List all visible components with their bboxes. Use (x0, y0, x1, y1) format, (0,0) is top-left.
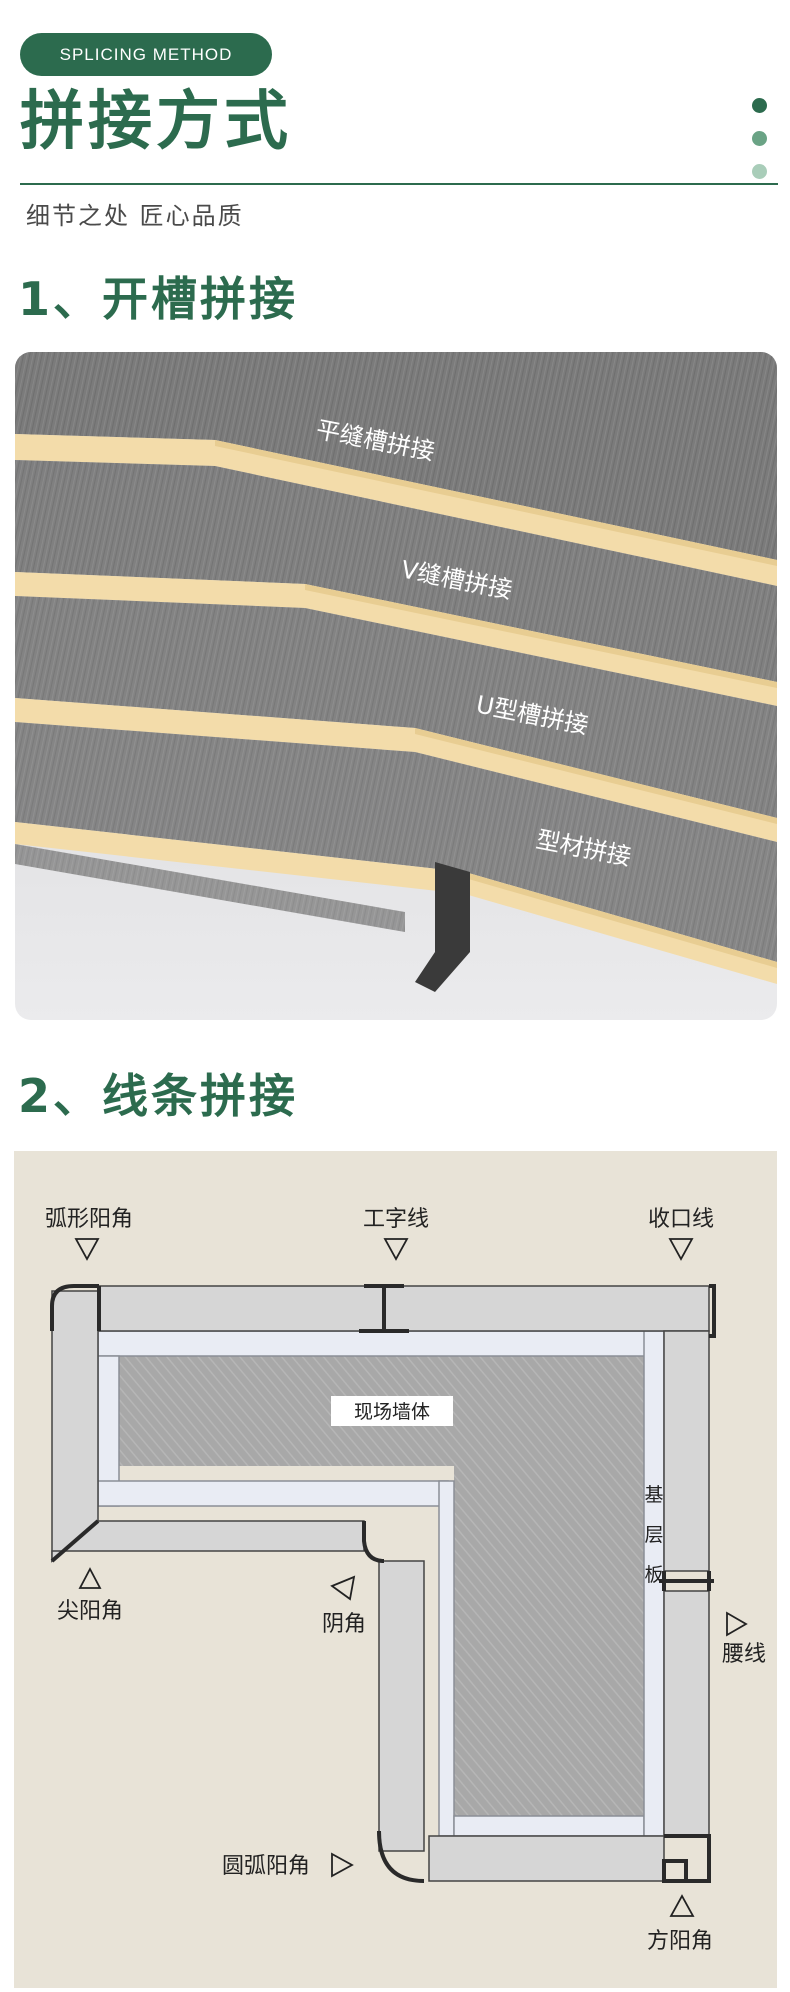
callout-round-outer: 圆弧阳角 (222, 1854, 310, 1879)
dot-1 (752, 98, 767, 113)
groove-splicing-photo: 平缝槽拼接 V缝槽拼接 U型槽拼接 型材拼接 (15, 352, 777, 1020)
page-subtitle: 细节之处 匠心品质 (26, 202, 244, 230)
panel-u-groove (15, 596, 777, 842)
section-tag: SPLICING METHOD (20, 33, 272, 76)
section2-heading: 2、线条拼接 (18, 1069, 299, 1123)
arc-outer-marker-icon (74, 1238, 100, 1261)
callout-waist-line: 腰线 (722, 1642, 766, 1667)
inner-marker-icon (330, 1575, 356, 1601)
dot-2 (752, 131, 767, 146)
closing-line-marker-icon (668, 1238, 694, 1261)
square-outer-marker-icon (669, 1894, 695, 1917)
page-title: 拼接方式 (20, 85, 292, 159)
round-outer-marker-icon (331, 1852, 354, 1878)
wall-panels (51, 1285, 710, 1882)
aluminum-profile (415, 862, 470, 992)
site-wall (119, 1356, 644, 1816)
line-splicing-diagram: 现场墙体 基 层 板 弧形阳角 工字线 收口线 尖阳角 阴角 腰线 圆弧阳角 方… (14, 1151, 777, 1988)
wall-label: 现场墙体 (354, 1401, 430, 1423)
callout-square-outer: 方阳角 (647, 1929, 713, 1954)
groove-splicing-illustration: 平缝槽拼接 V缝槽拼接 U型槽拼接 型材拼接 (15, 352, 777, 1020)
panel-v-groove (15, 460, 777, 706)
profile-lines (50, 1284, 716, 1883)
line-splicing-svg: 现场墙体 基 层 板 弧形阳角 工字线 收口线 尖阳角 阴角 腰线 圆弧阳角 方… (45, 1207, 766, 1954)
dot-3 (752, 164, 767, 179)
section1-heading: 1、开槽拼接 (18, 272, 299, 326)
base-board-char-2: 层 (644, 1524, 663, 1546)
callout-i-line: 工字线 (363, 1207, 429, 1232)
panel-flat-groove (15, 352, 777, 586)
callout-inner: 阴角 (322, 1612, 366, 1637)
panel-profile (15, 722, 777, 984)
decorative-dots (752, 98, 767, 197)
sharp-outer-marker-icon (78, 1567, 102, 1589)
wall-label-box (331, 1396, 453, 1426)
callout-sharp-outer: 尖阳角 (57, 1599, 123, 1624)
waist-line-marker-icon (726, 1611, 748, 1637)
base-board-char-1: 基 (644, 1484, 663, 1506)
callout-arc-outer: 弧形阳角 (45, 1207, 133, 1232)
i-line-marker-icon (383, 1238, 409, 1261)
base-board-char-3: 板 (644, 1564, 663, 1586)
header-divider (20, 183, 778, 185)
callout-closing-line: 收口线 (648, 1207, 714, 1232)
